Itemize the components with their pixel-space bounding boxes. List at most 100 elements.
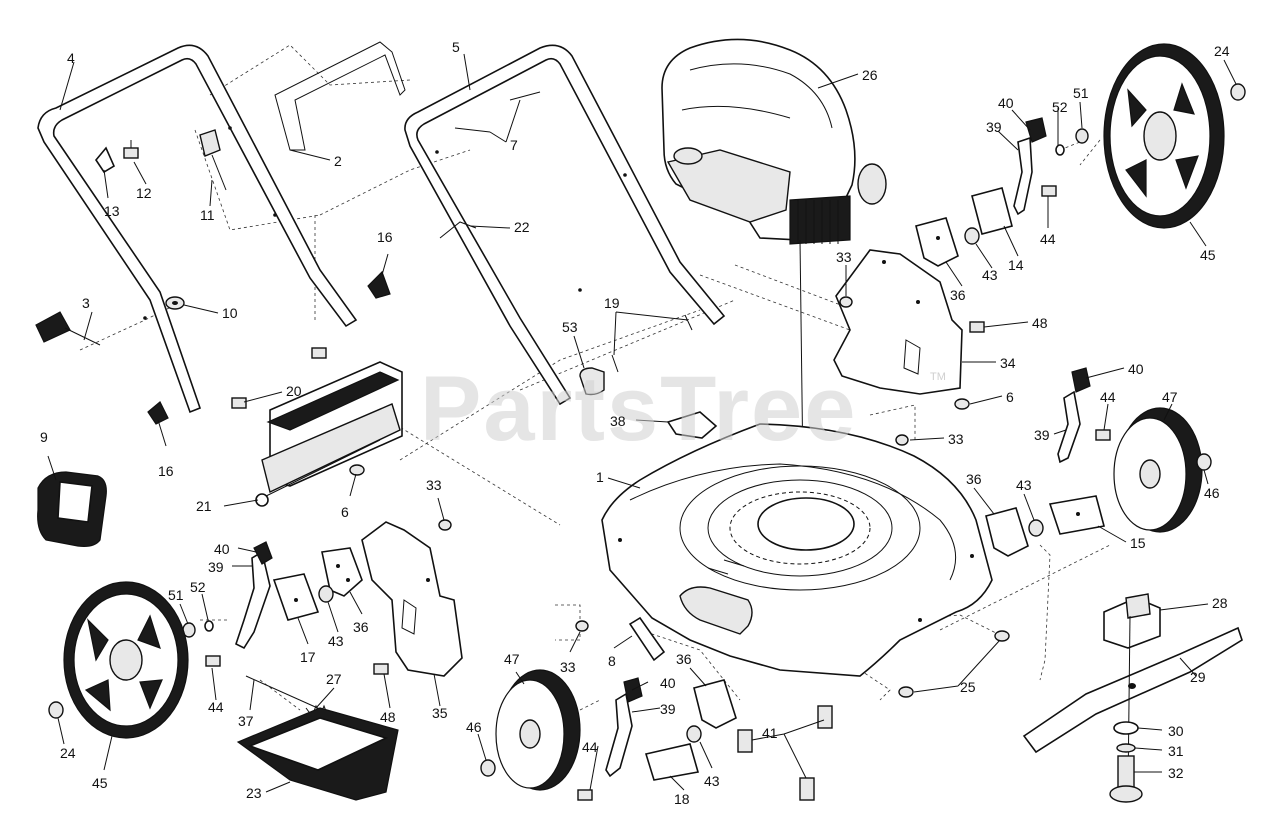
nut-33-right-mid [895,434,909,446]
nut-43-right-front [1028,519,1044,537]
nut-43-right-top [964,227,980,245]
clip-13 [95,146,116,174]
callout-48b: 48 [1032,315,1048,331]
wing-knob-16b [147,401,169,425]
callout-24a: 24 [1214,43,1230,59]
callout-33b: 33 [836,249,852,265]
callout-44b: 44 [1040,231,1056,247]
washer-31 [1116,743,1136,753]
height-lever-39-front [605,677,643,778]
callout-6a: 6 [341,504,349,520]
callout-25: 25 [960,679,976,695]
nut-10 [165,296,185,310]
washer-52-right [1055,144,1065,156]
bolt-44-left [205,655,221,667]
callout-29: 29 [1190,669,1206,685]
spring-plate-18 [644,743,700,781]
callout-15: 15 [1130,535,1146,551]
callout-40d: 40 [660,675,676,691]
callout-17: 17 [300,649,316,665]
spring-plate-15 [1048,495,1105,535]
callout-1: 1 [596,469,604,485]
callout-43d: 43 [704,773,720,789]
rear-deflector-21 [255,361,403,507]
callout-52a: 52 [190,579,206,595]
callout-20: 20 [286,383,302,399]
height-lever-39-right-front [1057,367,1091,464]
callout-43b: 43 [982,267,998,283]
nut-33-left [438,519,452,531]
callout-33d: 33 [560,659,576,675]
spring-plate-17 [272,573,320,621]
adjuster-plate-36-front [693,679,737,729]
nut-46-right [1196,453,1212,471]
nut-43-left [318,585,334,603]
bolt-7 [454,91,541,133]
callout-36d: 36 [676,651,692,667]
nut-25 [898,686,914,698]
callout-31: 31 [1168,743,1184,759]
callout-5: 5 [452,39,460,55]
callout-43a: 43 [328,633,344,649]
callout-9: 9 [40,429,48,445]
handle-grip-9 [37,471,107,547]
callout-16a: 16 [377,229,393,245]
callout-32: 32 [1168,765,1184,781]
callout-47b: 47 [504,651,520,667]
callout-52b: 52 [1052,99,1068,115]
callout-45b: 45 [92,775,108,791]
callout-47a: 47 [1162,389,1178,405]
nut-33-right-top [839,296,853,308]
rear-wheel-45-left [63,581,189,739]
bolt-44-right-top [1041,185,1057,197]
cap-53 [579,367,605,396]
callout-26: 26 [862,67,878,83]
callout-19: 19 [604,295,620,311]
nut-46-left [480,759,496,777]
bolt-44-right-front [1095,429,1111,441]
height-lever-39-left [235,541,273,650]
height-lever-39-right-top [1013,117,1047,216]
callout-46a: 46 [1204,485,1220,501]
callout-39a: 39 [208,559,224,575]
callout-40a: 40 [214,541,230,557]
nut-24-left [48,701,64,719]
nut-6b [954,398,970,410]
callout-44c: 44 [1100,389,1116,405]
watermark-trademark: TM [930,371,946,383]
callout-27: 27 [326,671,342,687]
upper-handle-left [37,44,358,414]
front-wheel-47-right [1113,407,1203,533]
callout-35: 35 [432,705,448,721]
nut-43-front [686,725,702,743]
spring-plate-14 [971,187,1013,235]
nut-25b [994,630,1010,642]
blade-bolt-32 [1109,755,1143,803]
nut-6a [349,464,365,476]
callout-39d: 39 [660,701,676,717]
handle-knob-3 [35,311,101,346]
callout-36b: 36 [950,287,966,303]
callout-46b: 46 [466,719,482,735]
callout-30: 30 [1168,723,1184,739]
blade-29 [1022,626,1243,754]
callout-36a: 36 [353,619,369,635]
bolt-20 [231,347,327,409]
callout-6b: 6 [1006,389,1014,405]
mower-deck-1 [601,423,993,677]
adjuster-plate-36-right-front [985,507,1029,557]
callout-43c: 43 [1016,477,1032,493]
front-wheel-47-left [495,669,581,791]
callout-4: 4 [67,50,75,66]
callout-33c: 33 [948,431,964,447]
callout-44a: 44 [208,699,224,715]
callout-34: 34 [1000,355,1016,371]
callout-22: 22 [514,219,530,235]
callout-40c: 40 [1128,361,1144,377]
callout-37: 37 [238,713,254,729]
engine-26 [661,38,887,245]
callout-33a: 33 [426,477,442,493]
cable-wire-2 [274,41,406,151]
height-bracket-35 [361,521,463,677]
